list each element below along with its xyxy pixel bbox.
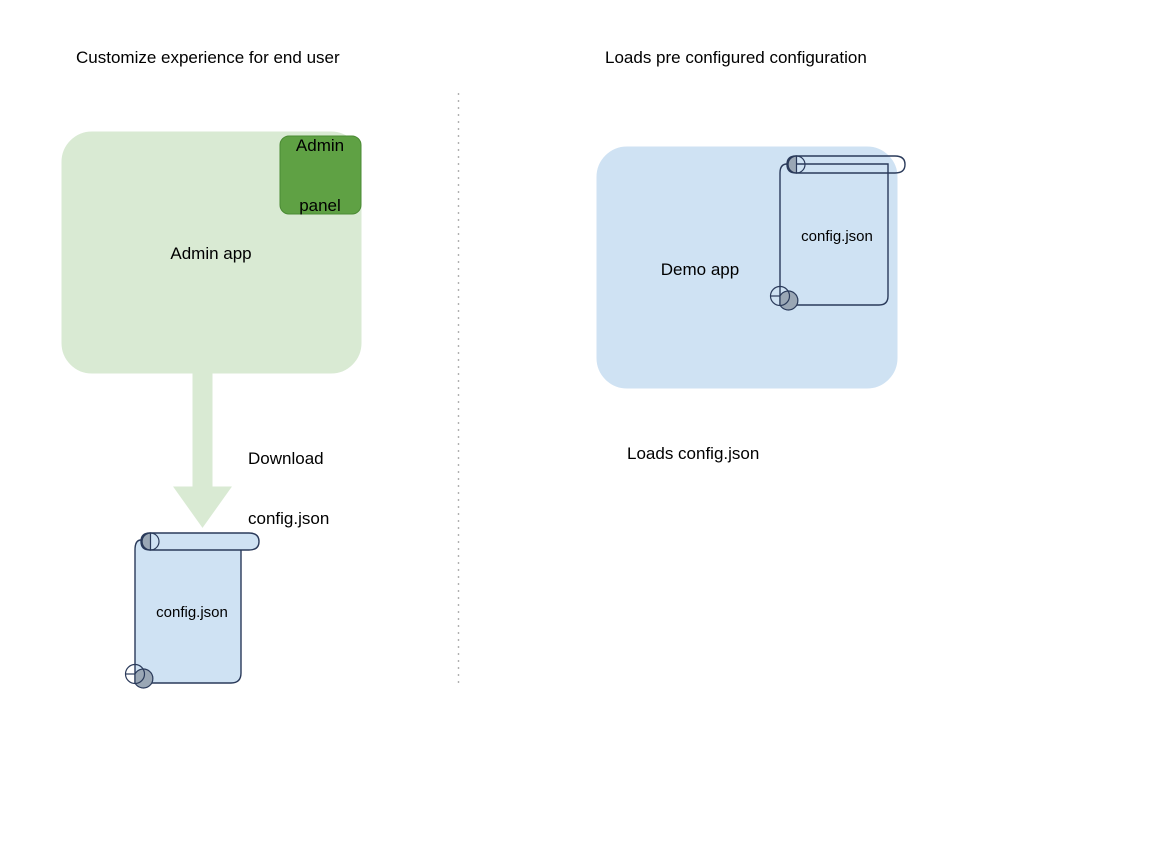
left-document-top-curl-outline	[141, 532, 160, 551]
admin-app-label: Admin app	[170, 243, 252, 263]
right-document-label: config.json	[801, 228, 873, 246]
admin-panel-box[interactable]	[279, 135, 362, 215]
right-config-document[interactable]	[769, 155, 906, 311]
right-document-top-roll	[786, 155, 906, 174]
download-arrow	[173, 369, 232, 528]
left-document-top-roll	[140, 532, 260, 551]
admin-panel-label-line2: panel	[299, 196, 341, 216]
admin-panel-label-line1: Admin	[295, 135, 345, 155]
demo-app-box[interactable]	[596, 146, 898, 389]
right-document-top-curl-outline	[787, 155, 806, 174]
right-column-heading: Loads pre configured configuration	[605, 48, 867, 67]
left-document-bottom-curl-outline	[124, 663, 146, 685]
left-document-body	[134, 539, 242, 684]
download-arrow-label: Download config.json	[248, 409, 329, 569]
download-arrow-label-line1: Download	[248, 449, 324, 469]
download-arrow-label-line2: config.json	[248, 509, 330, 529]
right-document-bottom-curl-outline	[769, 285, 791, 307]
admin-panel-label: Admin panel	[296, 96, 344, 256]
left-config-document[interactable]	[124, 532, 260, 689]
loads-config-caption: Loads config.json	[627, 444, 760, 463]
left-column-heading: Customize experience for end user	[76, 48, 340, 67]
right-document-body	[779, 163, 889, 306]
demo-app-label: Demo app	[660, 259, 740, 279]
left-document-label: config.json	[156, 604, 228, 622]
